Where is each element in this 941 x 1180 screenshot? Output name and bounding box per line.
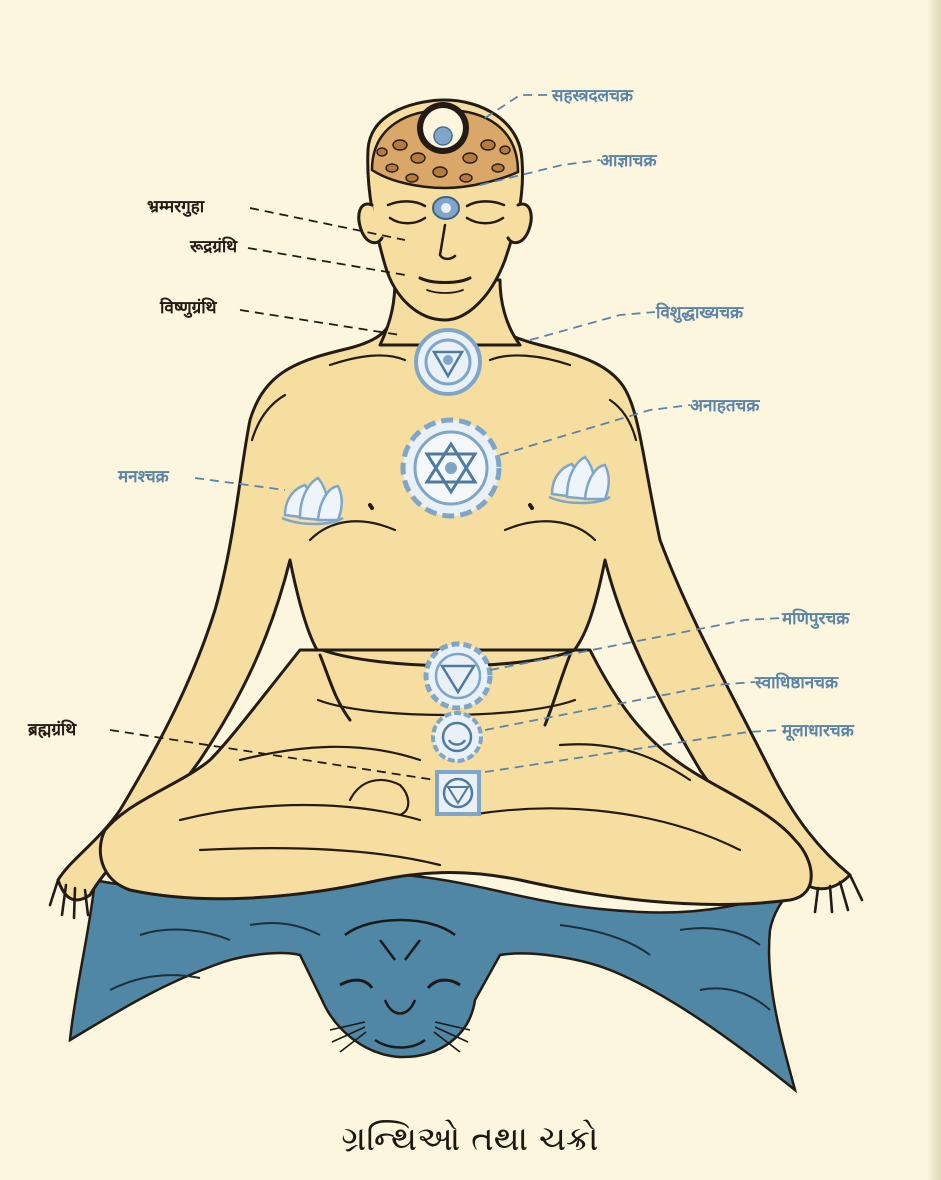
leader-vishuddha xyxy=(530,312,655,340)
label-svadhishthana: स्वाधिष्ठानचक्र xyxy=(754,672,839,693)
label-bhramaragupha: भ्रम्मरगुहा xyxy=(147,197,205,217)
label-brahmagranthi: ब्रह्मग्रंथि xyxy=(27,719,77,740)
leader-vishnugranthi xyxy=(240,310,400,335)
label-anahata: अनाहतचक्र xyxy=(690,396,760,416)
chakra-muladhara xyxy=(437,772,479,814)
chakra-sahasrara xyxy=(417,102,469,154)
label-rudragranthi: रूद्रग्रंथि xyxy=(189,236,238,257)
chakra-vishuddha xyxy=(416,330,480,394)
label-vishuddha: विशुद्धाख्यचक्र xyxy=(655,302,744,323)
label-muladhara: मूलाधारचक्र xyxy=(781,721,855,742)
label-manas: मनश्चक्र xyxy=(117,467,170,487)
label-sahasrara: सहस्त्रदलचक्र xyxy=(551,86,634,106)
chakra-manipura xyxy=(426,644,490,708)
label-vishnugranthi: विष्णुग्रंथि xyxy=(159,297,218,318)
chakra-svadhishthana xyxy=(433,713,481,761)
chakra-anahata xyxy=(403,420,499,516)
label-ajna: आज्ञाचक्र xyxy=(600,151,657,171)
figure-caption: ગ્રન્થિઓ તથા ચક્રો xyxy=(341,1119,598,1159)
chakra-ajna xyxy=(433,197,459,219)
label-manipura: मणिपुरचक्र xyxy=(781,608,850,629)
